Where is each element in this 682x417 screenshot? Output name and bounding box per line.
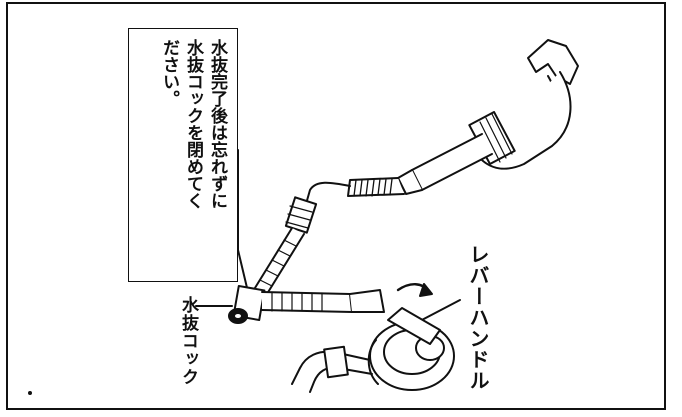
callout-line-2: 水抜コックを閉めてく xyxy=(183,39,203,209)
valve-body xyxy=(367,307,455,391)
callout-pointer xyxy=(237,149,249,293)
mid-connector xyxy=(284,196,318,234)
outlet-pipe xyxy=(291,345,373,393)
callout-box: 水抜完了後は忘れずに 水抜コックを閉めてく ださい。 xyxy=(128,28,238,282)
rotation-arrow-head xyxy=(419,283,433,297)
horizontal-hose xyxy=(261,289,385,313)
lever-handle xyxy=(387,307,441,345)
drain-cock-label: 水抜コック xyxy=(178,296,198,386)
callout-line-3: ださい。 xyxy=(159,39,179,107)
callout-text: 水抜完了後は忘れずに 水抜コックを閉めてく ださい。 xyxy=(149,39,229,275)
drain-cock xyxy=(228,284,266,324)
diagram-border xyxy=(6,2,666,410)
lever-handle-label: レバーハンドル xyxy=(466,244,490,391)
upper-tube xyxy=(305,133,493,205)
lever-handle-pointer xyxy=(417,299,461,323)
stray-dot xyxy=(28,391,32,395)
callout-line-1: 水抜完了後は忘れずに xyxy=(207,39,227,209)
